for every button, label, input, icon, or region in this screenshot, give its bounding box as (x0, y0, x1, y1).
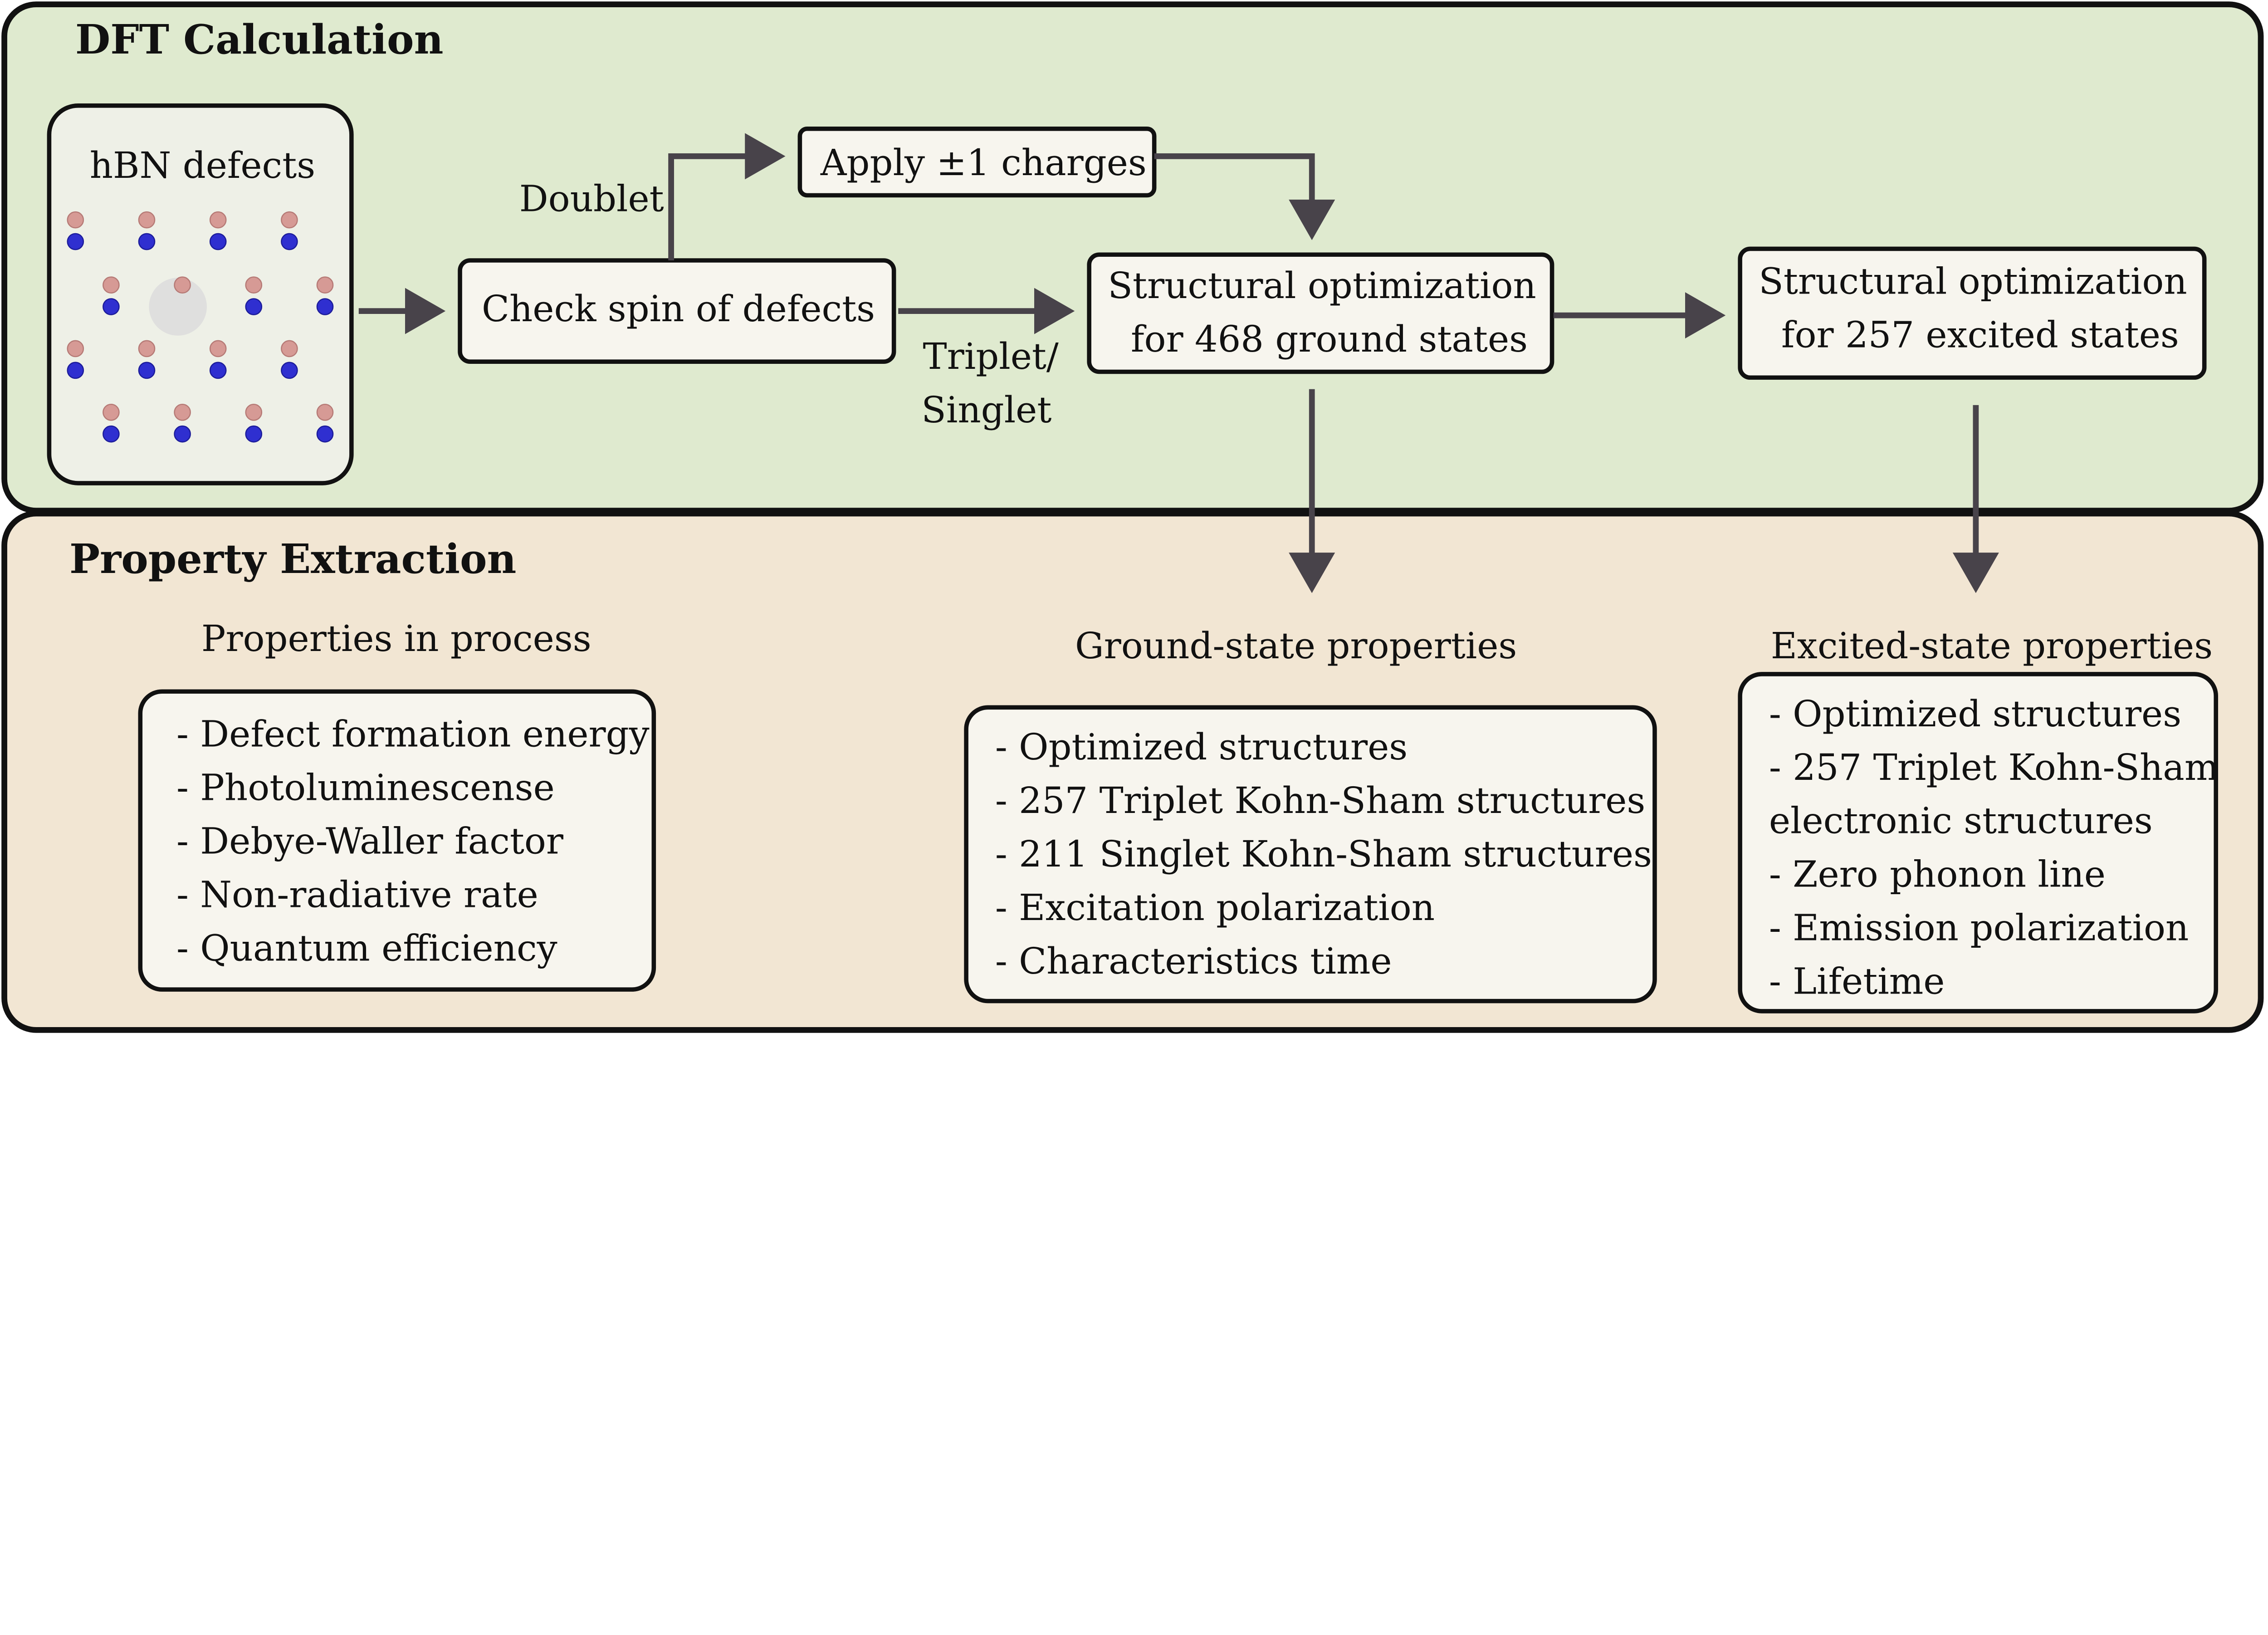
property-list-item: - Characteristics time (995, 940, 1392, 982)
doublet-label: Doublet (519, 178, 664, 220)
extraction-title: Property Extraction (69, 535, 516, 583)
apply-charges-box (797, 127, 1157, 198)
property-list-item: - Quantum efficiency (176, 927, 557, 969)
boron-atom (245, 276, 263, 294)
boron-atom (174, 276, 191, 294)
property-list-item: - Debye-Waller factor (176, 820, 564, 862)
property-list-item: - 257 Triplet Kohn-Sham structures (995, 779, 1645, 822)
property-list-item: electronic structures (1769, 800, 2153, 842)
nitrogen-atom (281, 233, 298, 250)
nitrogen-atom (67, 362, 84, 379)
ground-optimization-line2: for 468 ground states (1131, 318, 1528, 360)
nitrogen-atom (316, 298, 334, 315)
apply-charges-label: Apply ±1 charges (820, 142, 1147, 184)
boron-atom (103, 276, 120, 294)
excited-optimization-line1: Structural optimization (1759, 260, 2187, 302)
nitrogen-atom (245, 425, 263, 443)
excited-optimization-line2: for 257 excited states (1781, 313, 2179, 356)
process-list-box (138, 689, 656, 992)
check-spin-label: Check spin of defects (482, 288, 875, 330)
dft-title: DFT Calculation (75, 16, 444, 64)
nitrogen-atom (138, 233, 156, 250)
diagram-stage: DFT Calculation Property Extraction hBN … (1, 1, 2264, 1033)
ground-optimization-box (1087, 252, 1554, 374)
check-spin-box (458, 258, 896, 364)
boron-atom (67, 340, 84, 357)
property-list-item: - Excitation polarization (995, 886, 1435, 929)
boron-atom (103, 403, 120, 421)
arrow-charges-to-ground (1154, 153, 1335, 240)
boron-atom (281, 211, 298, 229)
property-list-item: - Defect formation energy (176, 713, 650, 755)
nitrogen-atom (316, 425, 334, 443)
boron-atom (209, 340, 227, 357)
boron-atom (245, 403, 263, 421)
process-heading: Properties in process (201, 617, 591, 660)
property-list-item: - 211 Singlet Kohn-Sham structures (995, 833, 1652, 875)
boron-atom (209, 211, 227, 229)
boron-atom (138, 340, 156, 357)
excited-heading: Excited-state properties (1771, 625, 2213, 667)
nitrogen-atom (174, 425, 191, 443)
hbn-defects-label: hBN defects (90, 144, 315, 186)
boron-atom (67, 211, 84, 229)
property-list-item: - Zero phonon line (1769, 853, 2106, 896)
property-list-item: - Non-radiative rate (176, 873, 538, 915)
property-list-item: - Emission polarization (1769, 907, 2189, 949)
workflow-diagram: DFT Calculation Property Extraction hBN … (1, 1, 2264, 1033)
process-list: - Defect formation energy - Photoluminesc… (176, 713, 650, 969)
excited-list: - Optimized structures - 257 Triplet Kohn… (1769, 693, 2219, 1003)
singlet-label: Singlet (921, 389, 1051, 431)
nitrogen-atom (67, 233, 84, 250)
nitrogen-atom (281, 362, 298, 379)
nitrogen-atom (103, 298, 120, 315)
boron-atom (174, 403, 191, 421)
excited-list-box (1738, 672, 2218, 1013)
property-list-item: - Photoluminescense (176, 766, 555, 808)
property-list-item: - Optimized structures (995, 726, 1408, 768)
nitrogen-atom (245, 298, 263, 315)
boron-atom (316, 276, 334, 294)
boron-atom (281, 340, 298, 357)
property-list-item: - Optimized structures (1769, 693, 2181, 735)
boron-atom (138, 211, 156, 229)
property-list-item: - 257 Triplet Kohn-Sham (1769, 746, 2219, 788)
ground-list-box (964, 705, 1657, 1004)
boron-atom (316, 403, 334, 421)
vacancy-defect (149, 278, 207, 336)
excited-optimization-box (1738, 246, 2207, 380)
ground-list: - Optimized structures - 257 Triplet Kohn… (995, 726, 1652, 982)
flow-arrows (358, 133, 1999, 593)
ground-heading: Ground-state properties (1075, 625, 1517, 667)
hbn-lattice-illustration (67, 211, 334, 443)
property-list-item: - Lifetime (1769, 960, 1945, 1003)
ground-optimization-line1: Structural optimization (1108, 264, 1536, 307)
nitrogen-atom (138, 362, 156, 379)
nitrogen-atom (209, 362, 227, 379)
nitrogen-atom (209, 233, 227, 250)
arrow-doublet-to-charges (668, 133, 786, 260)
nitrogen-atom (103, 425, 120, 443)
triplet-label: Triplet/ (923, 335, 1058, 377)
